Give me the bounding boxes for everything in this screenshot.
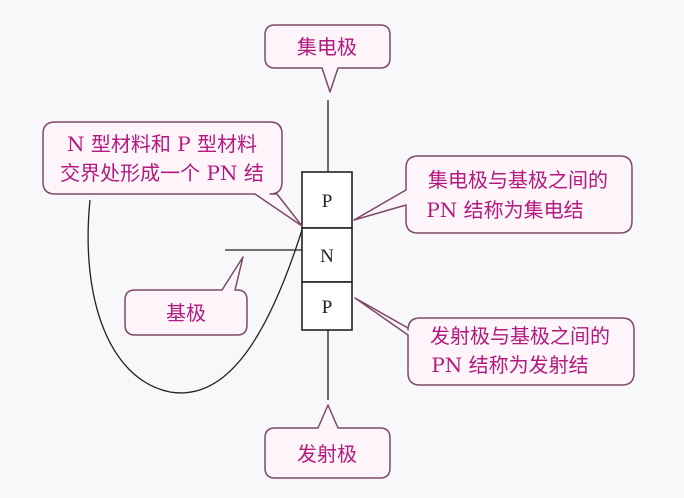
junction-note-line2: 交界处形成一个 PN 结 — [60, 161, 264, 185]
layer-p-top-label: P — [322, 191, 333, 212]
emitter-junction-line1: 发射极与基极之间的 — [430, 324, 610, 348]
base-label: 基极 — [166, 301, 206, 325]
emitter-junction-line2: PN 结称为发射结 — [431, 353, 588, 377]
layer-n-label: N — [320, 246, 334, 267]
collector-junction-line2: PN 结称为集电结 — [426, 198, 583, 222]
collector-junction-line1: 集电极与基极之间的 — [428, 168, 608, 192]
layer-stack: P N P — [301, 171, 353, 331]
collector-callout — [264, 24, 391, 93]
layer-p-bottom-label: P — [322, 297, 333, 318]
emitter-junction-callout — [354, 297, 635, 386]
emitter-callout — [264, 404, 391, 479]
collector-junction-callout — [353, 155, 633, 234]
layer-p-top — [301, 171, 353, 229]
layer-p-bottom — [301, 281, 353, 331]
junction-note-line1: N 型材料和 P 型材料 — [67, 132, 257, 156]
emitter-label: 发射极 — [297, 442, 357, 466]
junction-note-callout — [42, 121, 303, 227]
junction-curve — [87, 199, 303, 394]
base-callout — [124, 256, 248, 336]
collector-label: 集电极 — [297, 35, 357, 59]
